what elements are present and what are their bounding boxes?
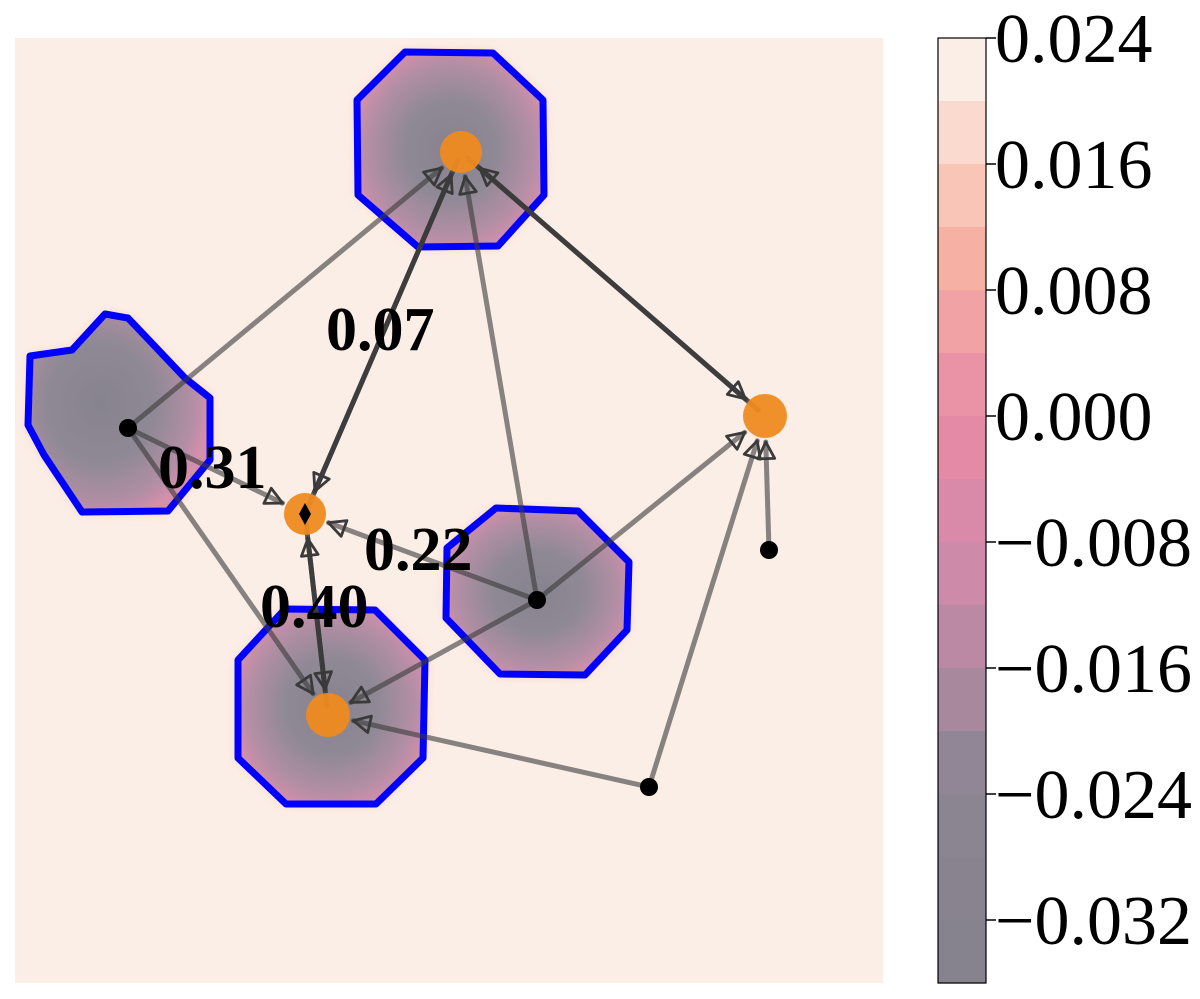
edge-label-left-center: 0.31: [158, 434, 267, 502]
colorbar-band: [938, 668, 986, 732]
colorbar-band: [938, 542, 986, 606]
node-small-right: [760, 541, 778, 559]
edge-center-to-top: [305, 172, 454, 509]
node-top: [440, 131, 482, 173]
edge-mid-right-to-center: [325, 519, 537, 602]
edge-mid-right-to-bottom-left: [348, 599, 537, 705]
edge-left-to-center: [128, 427, 286, 506]
edges: [127, 155, 777, 789]
colorbar-band: [938, 227, 986, 291]
edge-left-to-top: [128, 165, 445, 429]
edge-label-midright-center: 0.22: [364, 516, 473, 584]
colorbar-band: [938, 290, 986, 354]
colorbar-tick-label: 0.000: [995, 379, 1153, 456]
edge-bottom-right-to-bottom-left: [350, 714, 648, 789]
node-mid-right: [528, 591, 546, 609]
colorbar-tick-label: 0.008: [995, 253, 1153, 330]
edge-bottom-right-to-right: [647, 438, 762, 787]
node-bottom-left: [306, 693, 350, 737]
colorbar-band: [938, 794, 986, 858]
colorbar-frame: [937, 37, 987, 984]
colorbar-band: [938, 605, 986, 669]
colorbar-band: [938, 101, 986, 165]
edge-bottom-left-to-center: [299, 536, 330, 709]
colorbar-band: [938, 857, 986, 921]
node-mid-right-circle-icon: [528, 591, 546, 609]
edge-left-to-bottom-left: [127, 428, 316, 697]
node-right-circle-icon: [743, 394, 787, 438]
region-left: [24, 310, 214, 516]
nodes: [119, 131, 787, 796]
colorbar-ticks: 0.024 0.016 0.008 0.000 −0.008 −0.016 −0.024 −0…: [986, 1, 1192, 960]
node-small-right-circle-icon: [760, 541, 778, 559]
colorbar-tick-label: 0.016: [995, 127, 1153, 204]
edge-right-to-top: [477, 165, 761, 413]
colorbar-bands: [938, 38, 986, 984]
node-left-circle-icon: [119, 419, 137, 437]
edge-labels: 0.07 0.31 0.22 0.40: [158, 296, 473, 641]
colorbar-band: [938, 479, 986, 543]
node-left: [119, 419, 137, 437]
colorbar-tick-label: 0.024: [995, 1, 1153, 78]
colorbar-band: [938, 416, 986, 480]
colorbar-tick-label: −0.024: [995, 757, 1192, 834]
edge-label-top-center: 0.07: [326, 296, 435, 364]
colorbar: 0.024 0.016 0.008 0.000 −0.008 −0.016 −0.024 −0…: [937, 1, 1192, 984]
colorbar-tick-label: −0.032: [995, 883, 1192, 960]
colorbar-band: [938, 164, 986, 228]
edge-label-center-bottomleft: 0.40: [260, 573, 369, 641]
edge-small-right-to-right: [756, 439, 777, 549]
node-top-circle-icon: [440, 131, 482, 173]
node-bottom-left-circle-icon: [306, 693, 350, 737]
colorbar-tick-label: −0.008: [995, 505, 1192, 582]
edge-mid-right-to-top: [458, 174, 539, 599]
node-bottom-right: [640, 778, 658, 796]
colorbar-band: [938, 38, 986, 102]
node-center: [284, 493, 326, 535]
node-center-diamond-icon: [299, 503, 311, 525]
node-bottom-right-circle-icon: [640, 778, 658, 796]
edge-mid-right-to-right: [537, 429, 748, 601]
colorbar-band: [938, 920, 986, 984]
node-right: [743, 394, 787, 438]
colorbar-band: [938, 731, 986, 795]
colorbar-tick-label: −0.016: [995, 631, 1192, 708]
colorbar-band: [938, 353, 986, 417]
